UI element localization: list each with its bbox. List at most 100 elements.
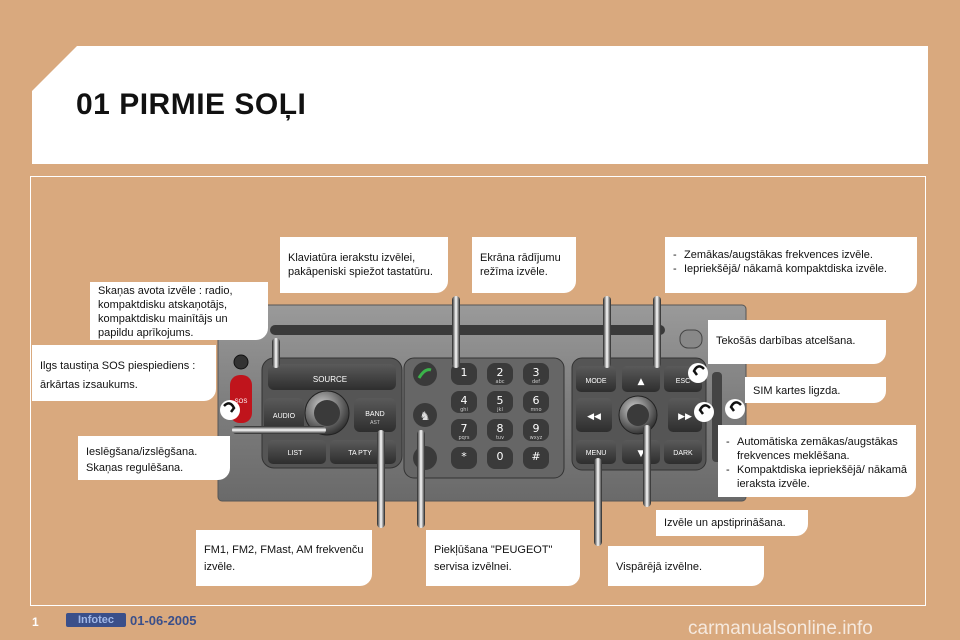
callout-auto: Automātiska zemākas/augstākas frekvences… bbox=[718, 425, 916, 497]
infotec-logo: Infotec bbox=[66, 613, 126, 627]
callout-sos: Ilgs taustiņa SOS piespiediens : ārkārta… bbox=[32, 345, 216, 401]
phone-icon bbox=[417, 368, 432, 379]
dark-label: DARK bbox=[673, 450, 693, 457]
audio-button bbox=[264, 398, 304, 432]
arrow-freq bbox=[653, 296, 661, 368]
key-letters: pqrs bbox=[458, 435, 469, 441]
arrow-izvele bbox=[643, 425, 651, 507]
rewind-icon: ◀◀ bbox=[587, 412, 601, 422]
callout-fm: FM1, FM2, FMast, AM frekvenču izvēle. bbox=[196, 530, 372, 586]
key-0-button[interactable]: 0 bbox=[487, 447, 513, 469]
callout-sim: SIM kartes ligzda. bbox=[745, 377, 886, 403]
watermark: carmanualsonline.info bbox=[688, 618, 873, 639]
menu-button bbox=[576, 440, 616, 464]
next-button bbox=[668, 398, 702, 432]
footer-date: 01-06-2005 bbox=[130, 613, 197, 628]
esc-label: ESC bbox=[676, 378, 690, 385]
dark-button bbox=[664, 440, 702, 464]
source-button bbox=[268, 364, 396, 390]
auto-item-1: Automātiska zemākas/augstākas frekvences… bbox=[726, 435, 908, 463]
arrow-peugeot bbox=[417, 430, 425, 528]
arrow-klaviatura bbox=[452, 296, 460, 368]
callout-atcelsana: Tekošās darbības atcelšana. bbox=[708, 320, 886, 364]
callout-skanas-avots: Skaņas avota izvēle : radio, kompaktdisk… bbox=[90, 282, 268, 340]
curl-arrow-esc-icon bbox=[688, 363, 708, 383]
key-digit: 9 bbox=[533, 422, 540, 435]
key-digit: # bbox=[531, 450, 540, 463]
curl-arrow-sim-icon bbox=[725, 399, 745, 419]
peugeot-lion-icon: ♞ bbox=[420, 409, 431, 423]
key-digit: 2 bbox=[497, 366, 504, 379]
arrow-ieslegsana bbox=[232, 426, 326, 434]
content-frame bbox=[30, 176, 926, 606]
callout-izvele: Izvēle un apstiprināšana. bbox=[656, 510, 808, 536]
page-number: 1 bbox=[32, 615, 39, 629]
ta-pty-label: TA PTY bbox=[348, 450, 372, 457]
band-button bbox=[354, 398, 396, 432]
arrow-fm bbox=[377, 430, 385, 528]
arrow-ekrana bbox=[603, 296, 611, 368]
key-digit: * bbox=[461, 450, 467, 463]
freq-item-1: Zemākas/augstākas frekvences izvēle. bbox=[673, 248, 909, 262]
auto-item-2: Kompaktdiska iepriekšējā/ nākamā ierakst… bbox=[726, 463, 908, 491]
sos-label: SOS bbox=[235, 399, 248, 405]
mode-label: MODE bbox=[586, 378, 607, 385]
key-hash-button[interactable]: # bbox=[523, 447, 549, 469]
menu-label: MENU bbox=[586, 450, 607, 457]
page-title: 01 PIRMIE SOĻI bbox=[76, 88, 307, 121]
peugeot-button bbox=[413, 403, 437, 427]
key-letters: tuv bbox=[496, 435, 504, 441]
phone-panel bbox=[403, 357, 565, 479]
curl-arrow-sos-icon bbox=[220, 400, 240, 420]
callout-ieslegsana: Ieslēgšana/izslēgšana. Skaņas regulēšana… bbox=[78, 436, 230, 480]
cd-slot bbox=[270, 325, 665, 335]
up-arrow-icon: ▲ bbox=[638, 377, 645, 387]
key-digit: 6 bbox=[533, 394, 540, 407]
callout-visparejaa: Vispārējā izvēlne. bbox=[608, 546, 764, 586]
key-letters: wxyz bbox=[530, 435, 543, 441]
key-letters: def bbox=[532, 379, 540, 385]
down-arrow-icon: ▼ bbox=[638, 449, 645, 459]
list-button bbox=[268, 440, 326, 464]
key-digit: 0 bbox=[497, 450, 504, 463]
mode-button bbox=[576, 366, 616, 392]
key-star-button[interactable]: * bbox=[451, 447, 477, 469]
up-button bbox=[622, 366, 660, 392]
audio-label: AUDIO bbox=[273, 413, 296, 420]
key-digit: 7 bbox=[461, 422, 468, 435]
cd-eject bbox=[679, 329, 703, 349]
arrow-menu bbox=[594, 458, 602, 546]
freq-item-2: Iepriekšējā/ nākamā kompaktdiska izvēle. bbox=[673, 262, 909, 276]
callout-klaviatura: Klaviatūra ierakstu izvēlei, pakāpeniski… bbox=[280, 237, 448, 293]
arrow-source bbox=[272, 338, 280, 368]
key-digit: 4 bbox=[461, 394, 468, 407]
title-card bbox=[32, 46, 928, 164]
small-knob bbox=[233, 354, 249, 370]
callout-peugeot: Piekļūšana "PEUGEOT" servisa izvēlnei. bbox=[426, 530, 580, 586]
list-label: LIST bbox=[288, 450, 304, 457]
band-sub-label: AST bbox=[370, 420, 380, 426]
key-letters: mno bbox=[530, 407, 541, 413]
key-digit: 5 bbox=[497, 394, 504, 407]
prev-button bbox=[576, 398, 612, 432]
key-1-button[interactable]: 1 bbox=[451, 363, 477, 385]
call-button bbox=[413, 362, 437, 386]
key-digit: 3 bbox=[533, 366, 540, 379]
callout-freq: Zemākas/augstākas frekvences izvēle.Iepr… bbox=[665, 237, 917, 293]
key-letters: jkl bbox=[496, 407, 503, 413]
band-label: BAND bbox=[365, 411, 384, 418]
forward-icon: ▶▶ bbox=[678, 412, 692, 422]
callout-ekrana: Ekrāna rādījumu režīma izvēle. bbox=[472, 237, 576, 293]
source-label: SOURCE bbox=[313, 375, 347, 384]
key-digit: 8 bbox=[497, 422, 504, 435]
